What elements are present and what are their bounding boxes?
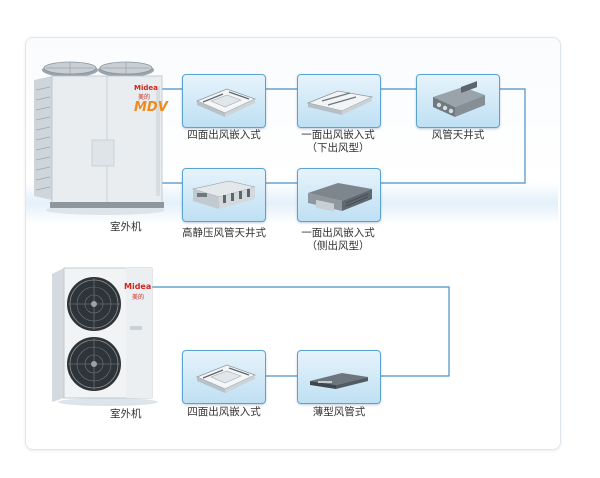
label-one-way-cassette-side: 一面出风嵌入式 （侧出风型） xyxy=(290,227,386,253)
outdoor-unit-2: Midea 美的 xyxy=(52,266,158,406)
label-ducted-ceiling: 风管天井式 xyxy=(431,129,485,141)
label-one-way-cassette-side-title: 一面出风嵌入式 xyxy=(301,227,375,239)
label-one-way-cassette-bottom-sub: （下出风型） xyxy=(306,142,370,154)
label-one-way-cassette-bottom-title: 一面出风嵌入式 xyxy=(301,129,375,141)
outdoor-unit-1: Midea 美的 MDV xyxy=(34,60,168,216)
model-badge: MDV xyxy=(134,100,168,115)
indoor-unit-high-static-duct xyxy=(182,168,266,222)
label-one-way-cassette-side-sub: （侧出风型） xyxy=(306,240,370,252)
line-outdoor2-to-right xyxy=(152,286,450,377)
label-one-way-cassette-bottom: 一面出风嵌入式 （下出风型） xyxy=(290,129,386,155)
indoor-unit-one-way-cassette-bottom xyxy=(297,74,381,128)
brand-logo-1: Midea xyxy=(134,84,158,92)
indoor-unit-four-way-cassette-1 xyxy=(182,74,266,128)
line-row1-to-right xyxy=(379,88,526,184)
brand-cn-1: 美的 xyxy=(138,94,151,101)
outdoor-unit-1-label: 室外机 xyxy=(110,221,142,233)
indoor-unit-one-way-cassette-side xyxy=(297,168,381,222)
label-four-way-cassette-2: 四面出风嵌入式 xyxy=(187,406,261,418)
label-four-way-cassette-1: 四面出风嵌入式 xyxy=(187,129,261,141)
label-slim-duct: 薄型风管式 xyxy=(312,406,366,418)
indoor-unit-slim-duct xyxy=(297,350,381,404)
indoor-unit-ducted-ceiling xyxy=(416,74,500,128)
label-high-static-duct: 高静压风管天井式 xyxy=(182,227,266,239)
indoor-unit-four-way-cassette-2 xyxy=(182,350,266,404)
outdoor-unit-2-label: 室外机 xyxy=(110,408,142,420)
brand-cn-2: 美的 xyxy=(132,294,145,301)
brand-logo-2: Midea xyxy=(124,282,152,291)
